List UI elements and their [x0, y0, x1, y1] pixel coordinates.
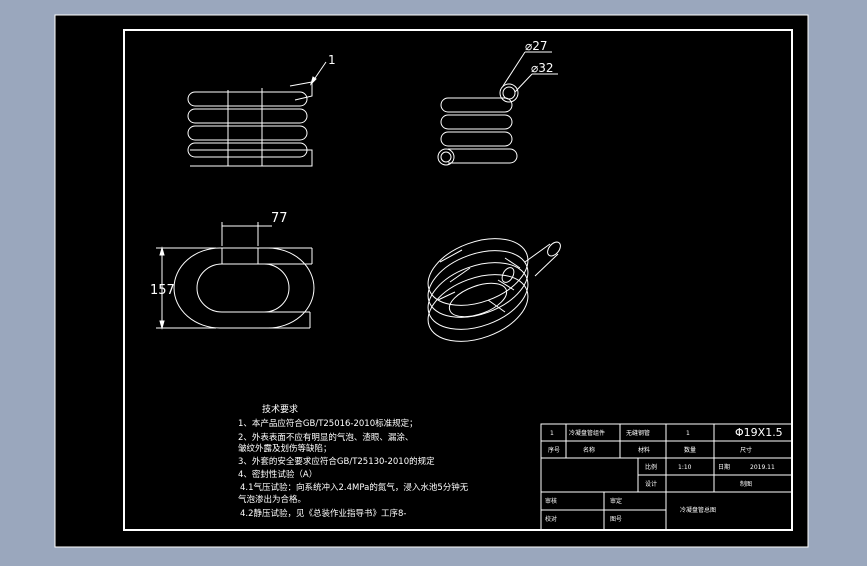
- tb-review-label: 校对: [545, 515, 557, 523]
- tb-row-number: 1: [550, 430, 554, 437]
- tb-designer-label: 制图: [740, 480, 752, 488]
- dim-leader-line: [514, 73, 533, 93]
- top-view: [156, 222, 315, 330]
- title-block: [540, 423, 793, 531]
- note-line: 4.1气压试验：向系统冲入2.4MPa的氮气，浸入水池5分钟无: [240, 482, 469, 493]
- inlet-tube: [289, 81, 313, 101]
- sheet-outer-border: [54, 14, 809, 548]
- iso-inlet-tube: [524, 243, 559, 277]
- iso-hatch: [437, 249, 471, 301]
- iso-hatch: [487, 257, 521, 313]
- technical-notes: 技术要求 1、本产品应符合GB/T25016-2010标准规定； 2、外表表面不…: [238, 403, 469, 519]
- iso-inner-loop: [448, 282, 508, 318]
- inlet-stub: [221, 247, 259, 265]
- tb-drawing-title: 冷凝盘管总图: [680, 506, 716, 514]
- inner-diameter-label: ⌀27: [525, 39, 548, 53]
- outer-diameter-label: ⌀32: [531, 61, 554, 75]
- tb-scale-label: 比例: [645, 463, 657, 471]
- dim-arrowhead: [159, 320, 165, 330]
- tube-inner-circle: [502, 86, 516, 100]
- coil-loop: [187, 108, 308, 124]
- tb-scale-value: 1:10: [678, 464, 692, 471]
- sheet-inner-frame: [123, 29, 793, 531]
- coil-loop: [187, 125, 308, 141]
- note-line: 4、密封性试验（A）: [238, 469, 317, 480]
- tb-header-name: 名称: [583, 446, 595, 454]
- tube-outer-circle: [499, 83, 519, 103]
- isometric-view: [427, 238, 561, 342]
- tb-header-material: 材料: [638, 446, 650, 454]
- note-line: 2、外表表面不应有明显的气泡、渣眼、漏涂、: [238, 432, 413, 443]
- tb-check-label: 审核: [545, 497, 557, 505]
- note-line: 4.2静压试验，见《总装作业指导书》工序8-: [240, 508, 407, 519]
- width-dimension-label: 77: [271, 211, 288, 226]
- coil-loop: [440, 97, 513, 113]
- coil-loop: [440, 131, 513, 147]
- note-line: 1、本产品应符合GB/T25016-2010标准规定；: [238, 418, 418, 429]
- note-line: 气泡渗出为合格。: [238, 494, 306, 505]
- dim-arrowhead: [159, 246, 165, 256]
- iso-tube-end: [547, 241, 561, 257]
- coil-loop: [187, 142, 308, 158]
- title-block-text: 1 冷凝盘管组件 无缝钢管 1 Φ19X1.5 序号 名称 材料 数量 尺寸 比…: [545, 426, 783, 523]
- dim-leader-line: [502, 51, 526, 87]
- tb-date-value: 2019.11: [750, 464, 775, 471]
- coil-loop: [440, 114, 513, 130]
- tb-date-label: 日期: [718, 463, 730, 471]
- coil-loop: [187, 91, 308, 107]
- tb-spec: Φ19X1.5: [735, 426, 783, 439]
- leader-arrowhead: [309, 76, 317, 86]
- tube-inner-circle: [440, 151, 452, 163]
- tb-material: 无缝钢管: [626, 429, 650, 437]
- coil-loop: [448, 148, 518, 164]
- height-dimension-label: 157: [150, 283, 175, 298]
- iso-tube-end: [501, 267, 515, 283]
- tube-outer-circle: [437, 148, 455, 166]
- tb-header-no: 序号: [548, 446, 560, 454]
- tb-quantity: 1: [686, 430, 690, 437]
- tb-header-size: 尺寸: [740, 446, 752, 454]
- front-view: [187, 61, 327, 167]
- tb-company-label: 图号: [610, 516, 622, 523]
- tb-part-name: 冷凝盘管组件: [569, 429, 605, 437]
- side-view: [437, 51, 558, 166]
- note-line: 皱纹外露及划伤等缺陷；: [238, 443, 332, 454]
- tb-header-qty: 数量: [684, 446, 696, 454]
- tb-approve-label: 审定: [610, 497, 622, 505]
- notes-heading: 技术要求: [262, 403, 298, 415]
- outlet-tube: [295, 149, 313, 167]
- part-number-label: 1: [328, 53, 336, 67]
- tb-drawn-label: 设计: [645, 480, 657, 488]
- note-line: 3、外套的安全要求应符合GB/T25130-2010的规定: [238, 456, 435, 467]
